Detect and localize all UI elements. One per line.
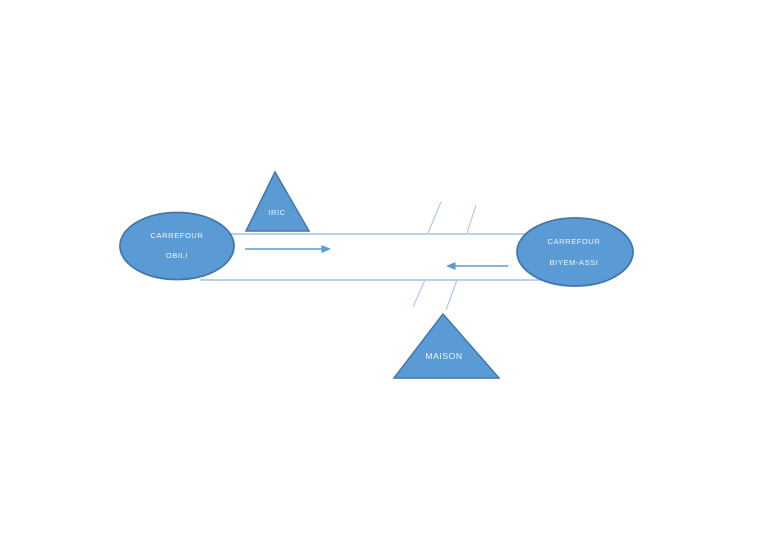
- arrow-left: [446, 262, 508, 270]
- maison-triangle: [392, 312, 501, 379]
- crossing-lower-right-line: [445, 279, 458, 311]
- carrefour-biyem-assi-label-line1: CARREFOUR: [548, 237, 601, 246]
- arrow-right-head-icon: [321, 245, 331, 253]
- carrefour-obili-label-line1: CARREFOUR: [151, 231, 204, 240]
- iric-label: IRIC: [268, 208, 285, 217]
- carrefour-biyem-assi-label-line2: BIYEM-ASSI: [550, 258, 599, 267]
- arrow-right: [245, 245, 331, 253]
- carrefour-biyem-assi-ellipse: [516, 217, 634, 287]
- crossing-lower-left-line: [412, 279, 426, 308]
- iric-triangle: [244, 170, 311, 232]
- maison-label: MAISON: [425, 351, 462, 361]
- crossing-upper-right-line: [466, 204, 477, 234]
- crossing-upper-left-line: [427, 201, 442, 234]
- carrefour-obili-ellipse: [119, 211, 235, 281]
- arrow-left-head-icon: [446, 262, 456, 270]
- carrefour-obili-label-line2: OBILI: [166, 251, 188, 260]
